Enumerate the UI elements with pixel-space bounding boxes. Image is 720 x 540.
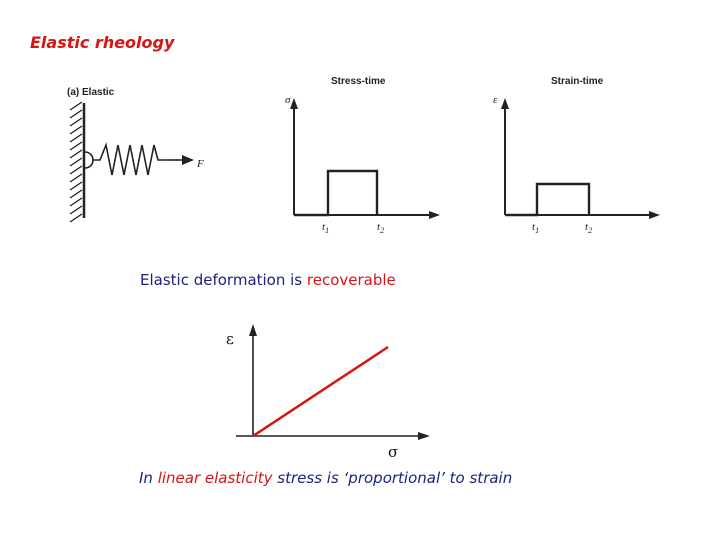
stress-axis-symbol: σ [285, 94, 291, 106]
strain-t1-label: t1 [532, 221, 540, 236]
panel-label: (a) Elastic [67, 87, 115, 98]
strain-axis-label: ε [226, 330, 234, 348]
linear-elasticity-caption: In linear elasticity stress is ‘proporti… [139, 469, 513, 487]
fixed-wall [69, 101, 86, 223]
spring [84, 142, 170, 176]
strain-time-plot [501, 98, 660, 219]
stress-time-plot [290, 98, 440, 219]
force-label: F [197, 158, 204, 170]
stress-time-title: Stress-time [331, 76, 386, 87]
stress-t1-label: t1 [322, 221, 330, 236]
force-arrow [170, 155, 194, 165]
linear-relation-line [252, 345, 389, 438]
recoverable-caption: Elastic deformation is recoverable [140, 271, 396, 289]
linear-elasticity-highlight: linear elasticity [157, 469, 273, 487]
strain-t2-label: t2 [585, 221, 593, 236]
recoverable-highlight: recoverable [306, 271, 396, 289]
strain-axis-symbol: ε [493, 94, 498, 106]
stress-axis-label: σ [388, 443, 399, 461]
linear-elastic-plot [236, 324, 430, 440]
strain-time-title: Strain-time [551, 76, 604, 87]
slide-title: Elastic rheology [30, 33, 175, 52]
stress-t2-label: t2 [377, 221, 385, 236]
